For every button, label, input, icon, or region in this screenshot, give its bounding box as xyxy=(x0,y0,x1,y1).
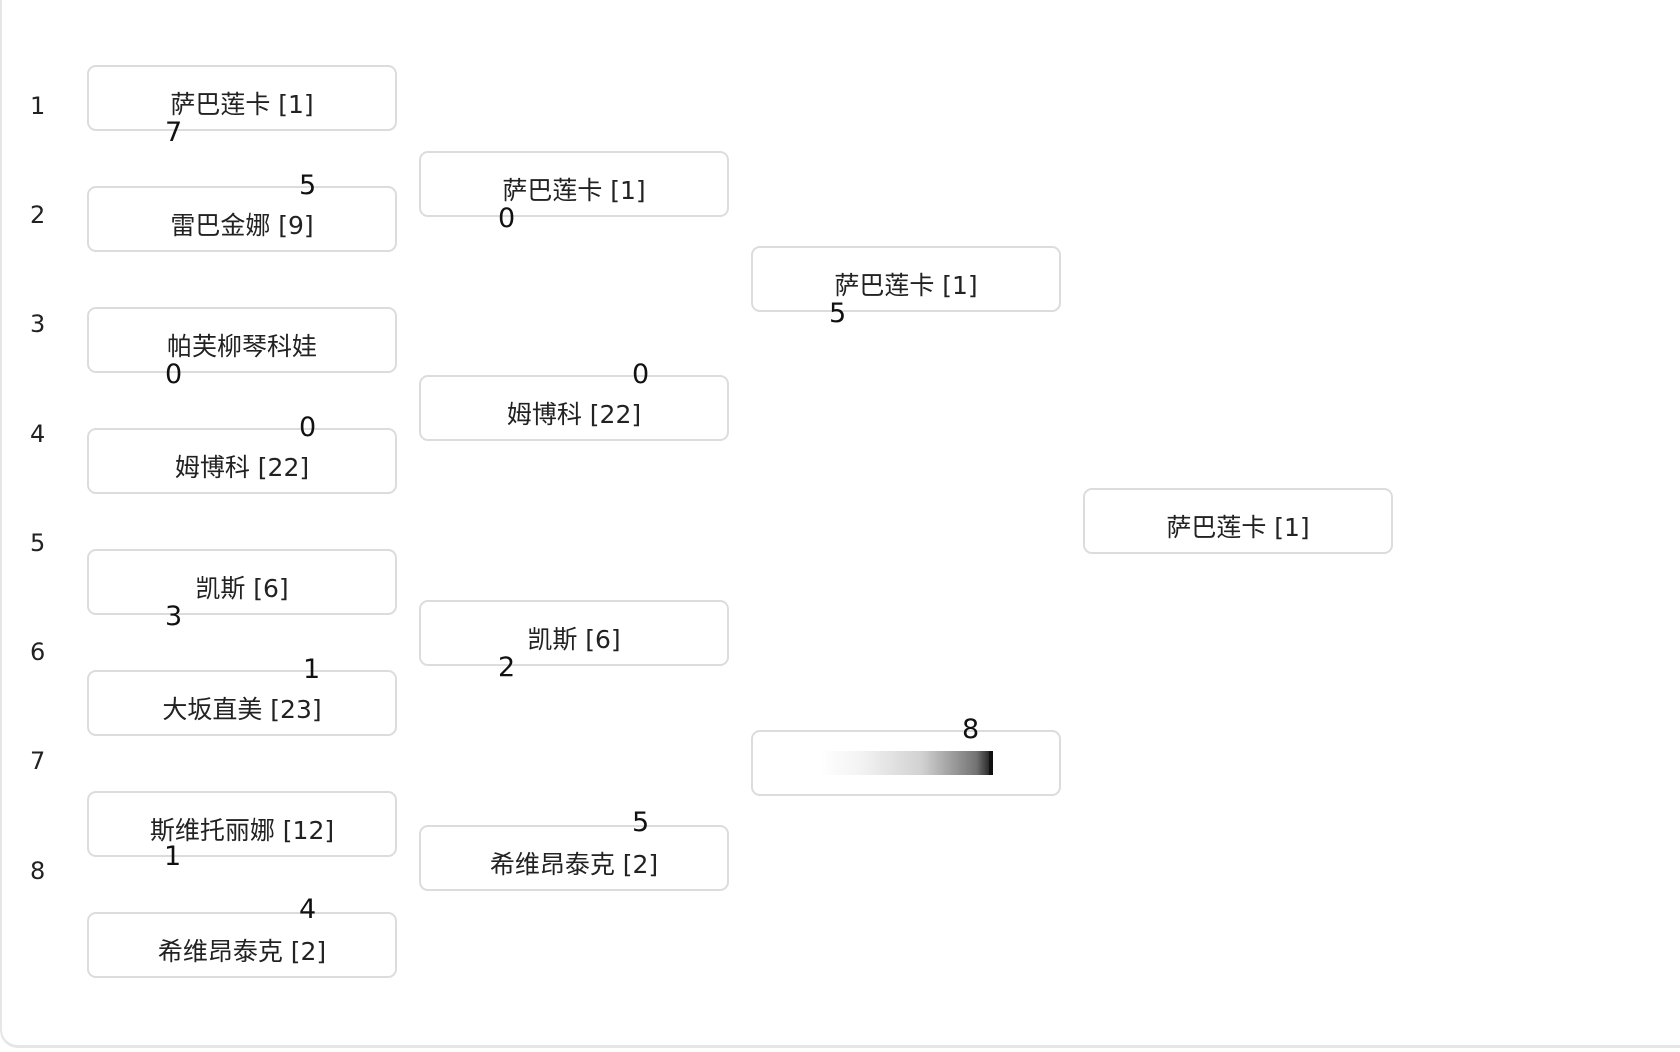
score-r1-6: 1 xyxy=(303,654,321,685)
player-slot-final[interactable]: 萨巴莲卡 [1] xyxy=(1083,488,1393,554)
player-name: 斯维托丽娜 [12] xyxy=(149,816,335,845)
score-r1-3: 0 xyxy=(165,359,183,390)
player-slot-r2-1[interactable]: 萨巴莲卡 [1] xyxy=(419,151,729,217)
player-slot-r1-2[interactable]: 雷巴金娜 [9] xyxy=(87,186,397,252)
seed-number: 6 xyxy=(30,638,46,666)
player-slot-r3-1[interactable]: 萨巴莲卡 [1] xyxy=(751,246,1061,312)
player-name: 萨巴莲卡 [1] xyxy=(170,90,314,119)
player-name: 希维昂泰克 [2] xyxy=(489,850,659,879)
score-r3-2: 8 xyxy=(962,714,980,745)
player-name: 凯斯 [6] xyxy=(527,625,621,654)
player-name: 帕芙柳琴科娃 xyxy=(166,332,317,361)
player-name: 萨巴莲卡 [1] xyxy=(1166,513,1310,542)
score-r1-8: 4 xyxy=(299,894,317,925)
score-r1-2: 5 xyxy=(299,170,317,201)
player-name: 姆博科 [22] xyxy=(174,453,310,482)
player-slot-r1-7[interactable]: 斯维托丽娜 [12] xyxy=(87,791,397,857)
seed-number: 2 xyxy=(30,201,46,229)
score-r2-4: 5 xyxy=(632,807,650,838)
seed-number: 8 xyxy=(30,857,46,885)
player-name: 萨巴莲卡 [1] xyxy=(502,176,646,205)
seed-number: 7 xyxy=(30,747,46,775)
seed-number: 3 xyxy=(30,310,46,338)
player-name: 凯斯 [6] xyxy=(195,574,289,603)
score-r2-2: 0 xyxy=(632,359,650,390)
seed-number: 1 xyxy=(30,92,46,120)
score-r3-1: 5 xyxy=(829,298,847,329)
score-r1-1: 7 xyxy=(165,117,183,148)
player-slot-r1-3[interactable]: 帕芙柳琴科娃 xyxy=(87,307,397,373)
player-slot-r2-2[interactable]: 姆博科 [22] xyxy=(419,375,729,441)
score-r2-3: 2 xyxy=(498,652,516,683)
seed-number: 5 xyxy=(30,529,46,557)
player-slot-r1-8[interactable]: 希维昂泰克 [2] xyxy=(87,912,397,978)
player-slot-r1-5[interactable]: 凯斯 [6] xyxy=(87,549,397,615)
seed-number: 4 xyxy=(30,420,46,448)
player-slot-r1-4[interactable]: 姆博科 [22] xyxy=(87,428,397,494)
player-slot-r1-1[interactable]: 萨巴莲卡 [1] xyxy=(87,65,397,131)
player-slot-r2-4[interactable]: 希维昂泰克 [2] xyxy=(419,825,729,891)
player-name: 希维昂泰克 [2] xyxy=(157,937,327,966)
player-name: 大坂直美 [23] xyxy=(162,695,322,724)
player-name: 雷巴金娜 [9] xyxy=(170,211,314,240)
player-name: 姆博科 [22] xyxy=(506,400,642,429)
loading-placeholder-bar xyxy=(820,751,993,775)
score-r1-4: 0 xyxy=(299,412,317,443)
score-r1-5: 3 xyxy=(165,601,183,632)
score-r1-7: 1 xyxy=(164,841,182,872)
player-name: 萨巴莲卡 [1] xyxy=(834,271,978,300)
player-slot-r1-6[interactable]: 大坂直美 [23] xyxy=(87,670,397,736)
score-r2-1: 0 xyxy=(498,203,516,234)
player-slot-r2-3[interactable]: 凯斯 [6] xyxy=(419,600,729,666)
